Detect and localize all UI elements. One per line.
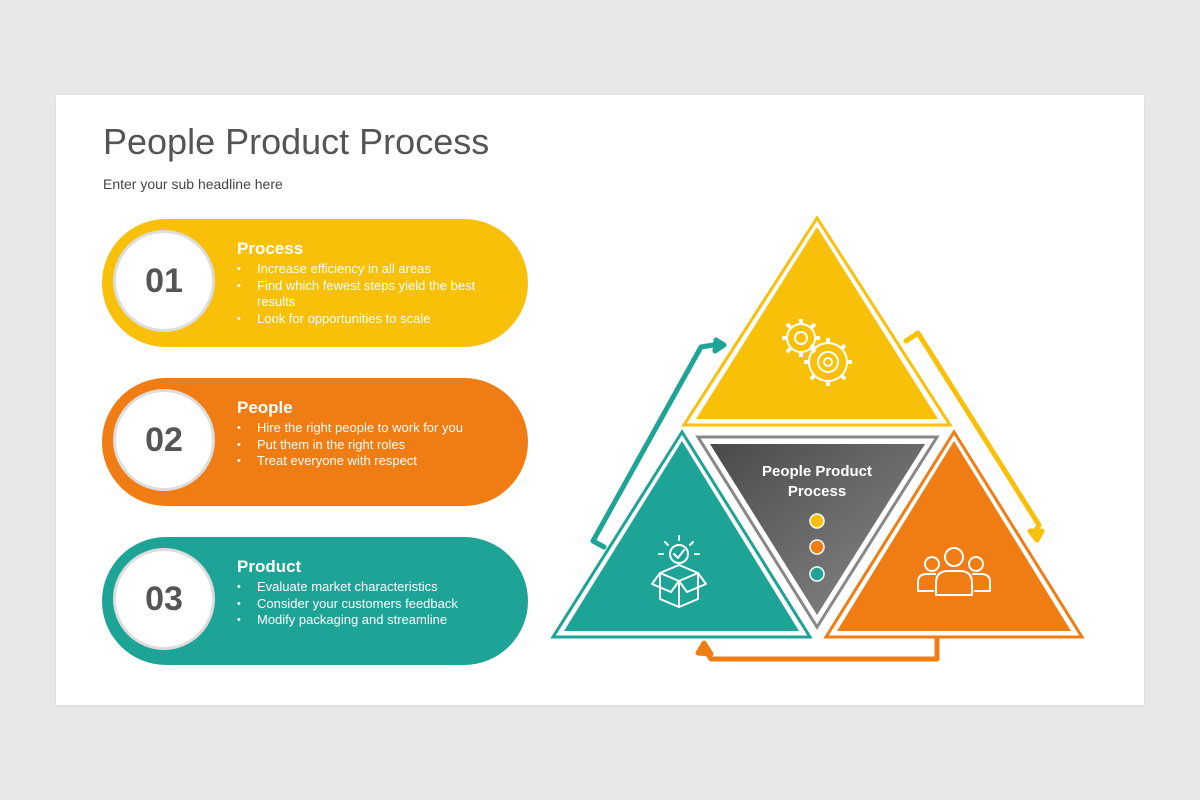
cycle-arrow-right	[903, 330, 1045, 543]
people-dot	[809, 539, 825, 555]
people-group-icon	[917, 547, 991, 596]
bullet-list: Hire the right people to work for you Pu…	[237, 420, 502, 470]
people-triangle	[823, 429, 1085, 639]
number-badge: 03	[113, 548, 215, 650]
item-heading: Product	[237, 557, 302, 576]
number-badge: 02	[113, 389, 215, 491]
bullet-item: Consider your customers feedback	[237, 596, 502, 613]
cycle-arrow-bottom	[695, 634, 940, 662]
item-heading: Process	[237, 239, 304, 258]
number-badge: 01	[113, 230, 215, 332]
bullet-item: Put them in the right roles	[237, 437, 502, 454]
people-card: 02 People Hire the right people to work …	[102, 378, 528, 506]
bullet-item: Treat everyone with respect	[237, 453, 502, 470]
slide-subtitle: Enter your sub headline here	[103, 176, 283, 192]
bullet-list: Increase efficiency in all areas Find wh…	[237, 261, 502, 327]
bullet-item: Modify packaging and streamline	[237, 612, 502, 629]
bullet-item: Evaluate market characteristics	[237, 579, 502, 596]
center-label-line2: Process	[788, 483, 846, 500]
bullet-item: Look for opportunities to scale	[237, 311, 502, 328]
product-triangle	[550, 429, 813, 639]
process-dot	[809, 513, 825, 529]
slide-title: People Product Process	[103, 121, 490, 162]
cycle-arrow-left	[590, 337, 727, 550]
item-number: 02	[145, 420, 183, 459]
product-card: 03 Product Evaluate market characteristi…	[102, 537, 528, 665]
box-check-icon	[651, 535, 707, 608]
gears-icon	[782, 319, 852, 386]
triangle-diagram: People Product Process	[550, 215, 1085, 662]
item-number: 03	[145, 579, 183, 618]
bullet-item: Hire the right people to work for you	[237, 420, 502, 437]
center-label-line1: People Product	[762, 463, 872, 480]
center-triangle	[695, 435, 940, 630]
item-number: 01	[145, 261, 183, 300]
bullet-item: Increase efficiency in all areas	[237, 261, 502, 278]
process-triangle	[681, 215, 953, 427]
item-heading: People	[237, 398, 293, 417]
bullet-item: Find which fewest steps yield the best r…	[237, 278, 502, 311]
bullet-list: Evaluate market characteristics Consider…	[237, 579, 502, 629]
slide: People Product Process Enter your sub he…	[56, 95, 1144, 705]
process-card: 01 Process Increase efficiency in all ar…	[102, 219, 528, 347]
product-dot	[809, 566, 825, 582]
